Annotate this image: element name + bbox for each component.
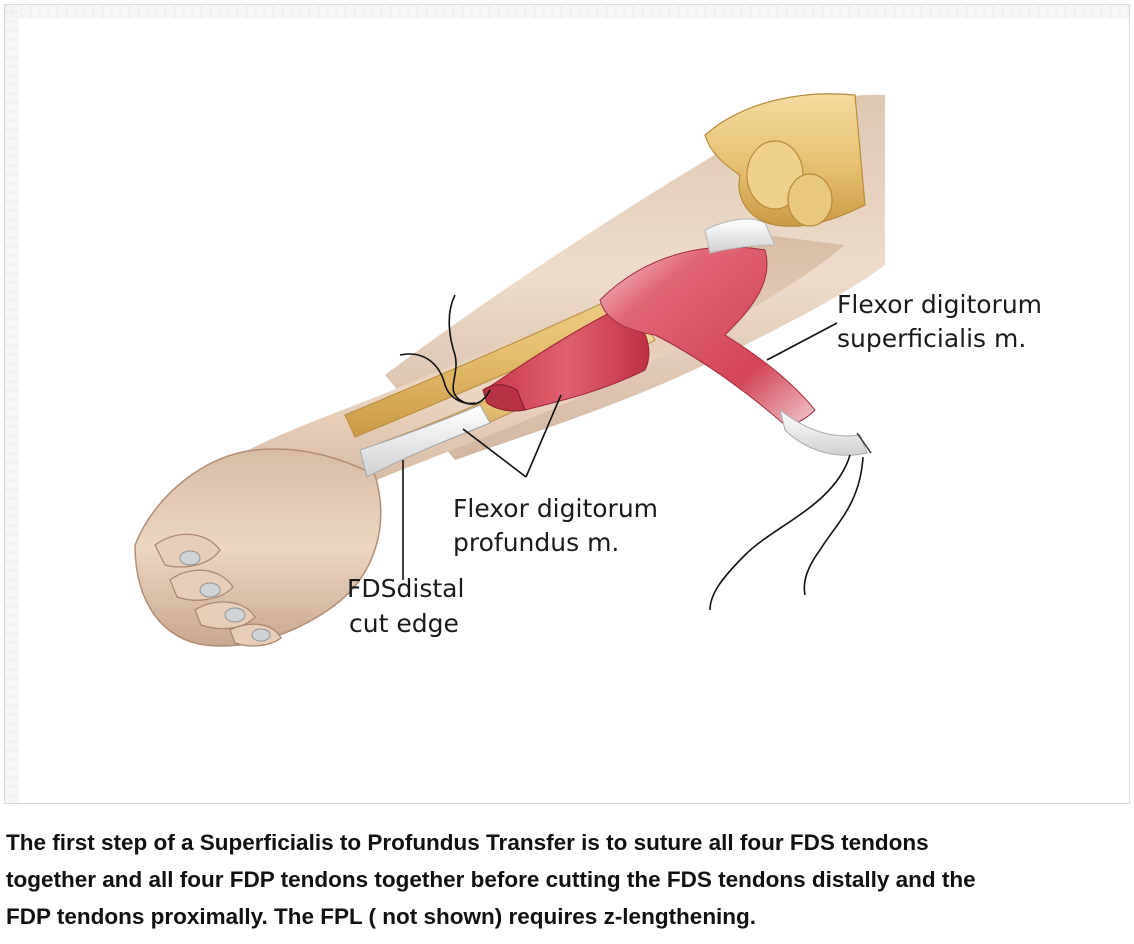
fdp-cut-stump bbox=[482, 384, 526, 412]
label-fds-line2: superficialis m. bbox=[837, 324, 1026, 353]
fds-distal-tendon bbox=[779, 408, 868, 456]
forearm-anatomy-illustration: Flexor digitorum superficialis m. Flexor… bbox=[134, 93, 1042, 647]
label-fds-cut-line1: FDSdistal bbox=[347, 574, 464, 603]
fds-wrist-tendons bbox=[359, 404, 491, 478]
suture-strand-distal-2 bbox=[803, 456, 864, 596]
caption-line-2: together and all four FDP tendons togeth… bbox=[6, 867, 976, 892]
leader-line-fds bbox=[766, 322, 838, 361]
label-fdp-line1: Flexor digitorum bbox=[453, 494, 658, 523]
leader-line-fdp-a bbox=[462, 428, 527, 478]
label-fdp-line2: profundus m. bbox=[453, 528, 619, 557]
figure-frame: Flexor digitorum superficialis m. Flexor… bbox=[4, 4, 1130, 804]
suture-strand-distal-1 bbox=[709, 454, 851, 611]
fds-tendon-cut-end bbox=[856, 432, 872, 454]
fds-origin-tendon bbox=[704, 218, 776, 254]
label-fds-line1: Flexor digitorum bbox=[837, 290, 1042, 319]
hand-fist bbox=[134, 448, 382, 647]
caption-line-3: FDP tendons proximally. The FPL ( not sh… bbox=[6, 904, 757, 929]
label-fds-cut-line2: cut edge bbox=[349, 609, 459, 638]
caption-line-1: The first step of a Superficialis to Pro… bbox=[6, 830, 929, 855]
leader-line-fdp-b bbox=[525, 394, 562, 478]
frame-texture-top bbox=[5, 5, 1129, 19]
frame-texture-left bbox=[5, 5, 19, 803]
elbow-bones bbox=[704, 93, 866, 227]
suture-strand-left bbox=[399, 353, 476, 405]
figure-caption: The first step of a Superficialis to Pro… bbox=[6, 824, 1130, 935]
suture-strand-upper bbox=[448, 294, 491, 405]
